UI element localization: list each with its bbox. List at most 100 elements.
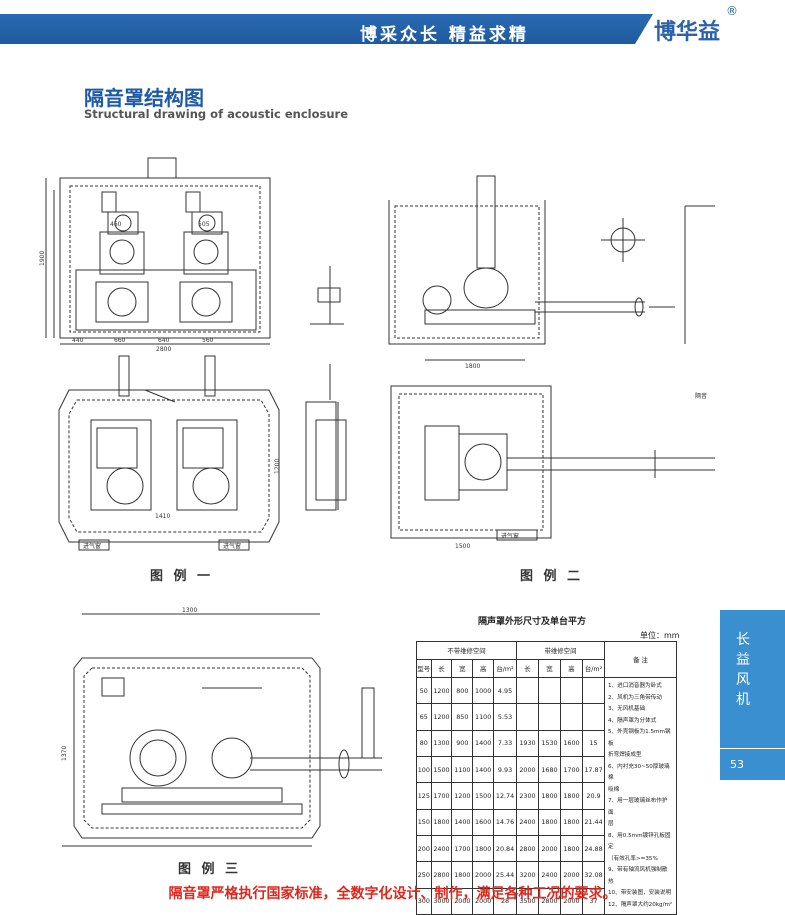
side-tab: 长 益 风 机 53 [720, 610, 785, 780]
header-logo-area [635, 14, 785, 44]
table-cell: 37 [582, 887, 605, 915]
table-cell: 2000 [516, 755, 539, 784]
table-cell: 1200 [451, 782, 474, 810]
brand-logo: 博华益 [654, 20, 721, 45]
dim-1300: 1300 [182, 607, 197, 614]
table-cell: 21.44 [582, 808, 605, 836]
table-cell [538, 676, 561, 705]
dim-460: 460 [110, 221, 122, 228]
note-line: 1、进口消音器为卧式 [608, 683, 662, 689]
table-cell: 2400 [430, 834, 453, 863]
page-title: 隔音罩结构图 [84, 86, 204, 110]
figure2-caption: 图 例 二 [520, 569, 584, 584]
note-line: 8、用0.5mm镀锌孔板固定 [608, 832, 671, 851]
side-char: 长 [736, 632, 750, 648]
table-cell: 1800 [538, 808, 561, 836]
table-cell: 1800 [430, 808, 453, 836]
note-line: 3、无风机基础 [608, 706, 646, 712]
table-cell: 1100 [451, 755, 474, 784]
col-header: 长 [516, 659, 539, 678]
table-cell: 50 [416, 676, 432, 705]
side-char: 风 [736, 672, 750, 688]
side-divider [720, 748, 785, 749]
table-cell: 5.53 [493, 703, 517, 731]
note-line: 层 [608, 821, 614, 827]
dim-1800: 1800 [465, 363, 480, 370]
table-cell: 1680 [538, 755, 561, 784]
note-line: 吸棉 [608, 786, 620, 793]
table-cell: 1800 [560, 782, 583, 810]
table-cell: 7.33 [493, 729, 517, 757]
group-with-maintenance: 带维修空间 [516, 641, 605, 660]
table-row: 150 1800 1400 1600 14.76 2400 1800 1800 … [416, 808, 677, 836]
note-line: 4、隔声罩为分体式 [608, 717, 657, 724]
table-cell: 1800 [472, 834, 495, 863]
table-cell: 1600 [560, 729, 583, 757]
table-cell: 2800 [516, 834, 539, 863]
table-cell: 1800 [538, 782, 561, 810]
table-cell: 20.84 [493, 834, 517, 863]
col-header: 型号 [416, 659, 432, 678]
footer-statement: 隔音罩严格执行国家标准，全数字化设计、制作，满足各种工况的要求。 [168, 886, 617, 902]
notes-cell: 1、进口消音器为卧式 2、风机为三角带传动 3、无风机基础 4、隔声罩为分体式 … [604, 677, 677, 915]
table-cell [560, 703, 583, 731]
figure3-drawing: 1300 1370 [61, 607, 402, 848]
table-cell: 1300 [430, 729, 453, 757]
dim-505: 505 [198, 221, 210, 228]
inlet-label-2: 进气窗 [223, 542, 241, 550]
table-cell: 1700 [451, 834, 474, 863]
table-cell [582, 676, 605, 705]
side-char: 机 [736, 692, 750, 708]
note-line: （有效孔率>=35% [608, 855, 658, 862]
table-cell: 4.95 [493, 676, 517, 705]
table-cell: 900 [451, 729, 474, 757]
figure1-side-details [300, 260, 360, 530]
figure2-side-view: 1800 [385, 170, 715, 370]
table-cell: 1800 [560, 834, 583, 863]
dim-660: 660 [114, 337, 126, 344]
table-cell: 1400 [472, 729, 495, 757]
table-row: 80 1300 900 1400 7.33 1930 1530 1600 15 [416, 729, 677, 757]
table-cell: 24.88 [582, 834, 605, 863]
table-row: 125 1700 1200 1500 12.74 2300 1800 1800 … [416, 782, 677, 810]
table-cell: 1400 [451, 808, 474, 836]
figure1-plan-view: 1410 进气窗 进气窗 1200 [55, 350, 281, 560]
col-header: 台/m² [493, 659, 517, 678]
note-line: 7、用一层玻璃丝布作护面 [608, 798, 668, 816]
table-cell: 12.74 [493, 782, 517, 810]
table-cell: 1700 [560, 755, 583, 784]
table-cell: 2400 [516, 808, 539, 836]
table-cell: 125 [416, 782, 432, 810]
table-cell: 1700 [430, 782, 453, 810]
header-slogan: 博采众长 精益求精 [360, 25, 529, 45]
table-header-row: 型号 长 宽 高 台/m² 长 宽 高 台/m² [416, 659, 677, 678]
table-cell: 1800 [560, 808, 583, 836]
note-line: 12、隔声罩大约20kg/m² [608, 901, 673, 908]
notes-header: 备 注 [604, 641, 677, 678]
note-line: 折弯焊接成型 [608, 752, 642, 758]
table-row: 250 2800 1800 2000 25.44 3200 2400 2000 … [416, 861, 677, 889]
dim-640: 640 [158, 337, 170, 344]
figure3-caption: 图 例 三 [178, 862, 242, 877]
table-cell: 150 [416, 808, 432, 836]
table-cell: 200 [416, 834, 432, 863]
table-cell [516, 676, 539, 705]
spec-table: 不带维修空间 带维修空间 备 注 型号 长 宽 高 台/m² 长 宽 高 台/m… [416, 641, 677, 915]
note-line: 2、风机为三角带传动 [608, 694, 662, 701]
dim-2800: 2800 [156, 346, 171, 353]
table-row: 300 3000 2000 2000 28 3500 2800 2000 37 [416, 887, 677, 915]
inlet-label-3: 进气窗 [501, 532, 519, 540]
col-header: 高 [560, 659, 583, 678]
table-cell: 850 [451, 703, 474, 731]
header-bar [0, 0, 785, 44]
figure1-caption: 图 例 一 [150, 569, 214, 584]
dim-1900: 1900 [39, 251, 46, 266]
col-header: 宽 [538, 659, 561, 678]
table-cell: 80 [416, 729, 432, 757]
table-cell [582, 703, 605, 731]
table-cell: 15 [582, 729, 605, 757]
dim-1200: 1200 [274, 459, 281, 474]
note-line: 6、内衬充30~50厚玻璃棉 [608, 763, 670, 782]
table-cell: 1600 [472, 808, 495, 836]
table-cell: 800 [451, 676, 474, 705]
